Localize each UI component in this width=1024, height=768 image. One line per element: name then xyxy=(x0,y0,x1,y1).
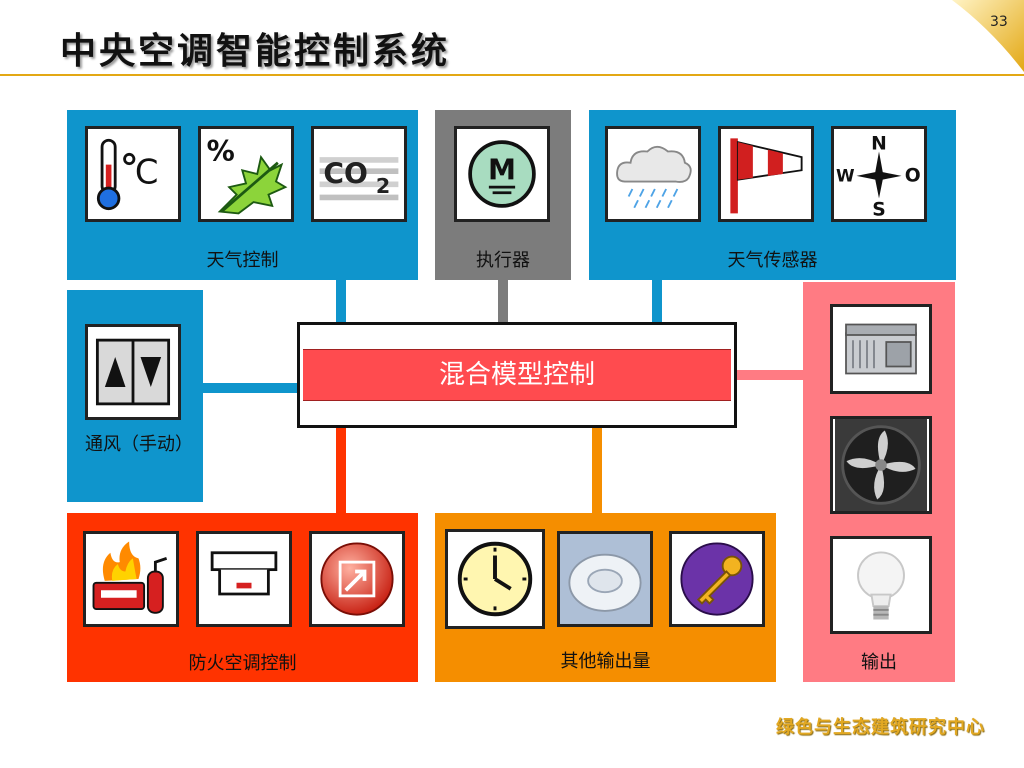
svg-text:S: S xyxy=(872,199,886,219)
page-corner-fold xyxy=(952,0,1024,72)
svg-text:M: M xyxy=(488,154,516,187)
label-output: 输出 xyxy=(861,652,897,673)
connector-fire xyxy=(336,425,346,513)
fire-extinguisher-icon xyxy=(83,531,179,627)
panel-ventilation: 通风（手动） xyxy=(67,290,203,502)
connector-weather-control xyxy=(336,280,346,325)
humidity-leaf-icon: % xyxy=(198,126,294,222)
svg-text:O: O xyxy=(905,166,921,187)
alarm-button-icon xyxy=(309,531,405,627)
central-control-band: 混合模型控制 xyxy=(303,349,731,401)
label-weather-control: 天气控制 xyxy=(206,250,279,271)
co2-icon: CO 2 xyxy=(311,126,407,222)
smoke-detector-icon xyxy=(196,531,292,627)
connector-output xyxy=(733,370,803,380)
connector-weather-sensor xyxy=(652,280,662,325)
label-weather-sensor: 天气传感器 xyxy=(727,250,818,271)
svg-text:%: % xyxy=(207,135,235,168)
connector-other xyxy=(592,425,602,513)
light-bulb-icon xyxy=(830,536,932,634)
connector-ventilation xyxy=(203,383,300,393)
svg-text:N: N xyxy=(871,134,887,155)
panel-other-outputs: 其他输出量 xyxy=(435,513,776,682)
footer-organization: 绿色与生态建筑研究中心 xyxy=(776,717,985,738)
svg-text:CO: CO xyxy=(323,157,368,190)
fan-icon xyxy=(830,416,932,514)
label-actuator: 执行器 xyxy=(476,250,530,271)
page-number: 33 xyxy=(990,14,1008,30)
panel-output: 输出 xyxy=(803,282,955,682)
slide-title: 中央空调智能控制系统 xyxy=(60,30,451,72)
title-underline xyxy=(0,74,1024,76)
central-control-box: 混合模型控制 xyxy=(297,322,737,428)
up-down-arrows-icon xyxy=(85,324,181,420)
svg-text:2: 2 xyxy=(376,174,390,198)
label-ventilation: 通风（手动） xyxy=(85,434,193,455)
clock-icon xyxy=(445,529,545,629)
panel-fire: 防火空调控制 xyxy=(67,513,418,682)
svg-text:C: C xyxy=(135,152,159,191)
panel-weather-control: C % CO 2 天气控制 xyxy=(67,110,418,280)
key-icon xyxy=(669,531,765,627)
panel-weather-sensor: N S W O 天气传感器 xyxy=(589,110,956,280)
connector-actuator xyxy=(498,280,508,325)
ceiling-sensor-icon xyxy=(557,531,653,627)
central-control-label: 混合模型控制 xyxy=(438,360,595,390)
label-fire: 防火空调控制 xyxy=(188,653,297,674)
panel-actuator: M 执行器 xyxy=(435,110,571,280)
svg-text:W: W xyxy=(836,166,855,186)
thermometer-celsius-icon: C xyxy=(85,126,181,222)
label-other-outputs: 其他输出量 xyxy=(560,651,651,672)
windsock-icon xyxy=(718,126,814,222)
motor-m-icon: M xyxy=(454,126,550,222)
hvac-unit-icon xyxy=(830,304,932,394)
rain-cloud-icon xyxy=(605,126,701,222)
compass-icon: N S W O xyxy=(831,126,927,222)
